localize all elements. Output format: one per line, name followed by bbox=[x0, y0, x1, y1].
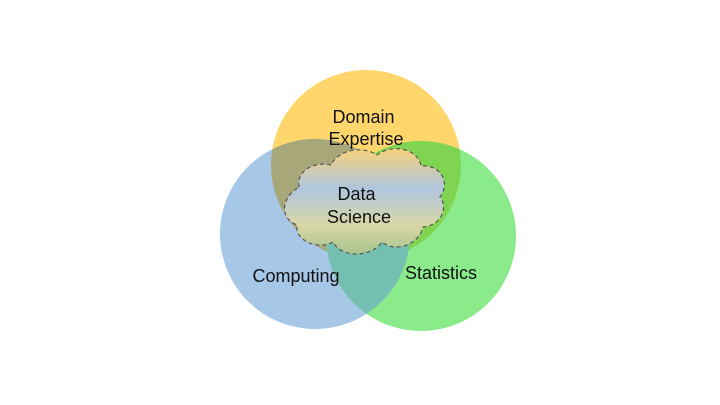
statistics-label: Statistics bbox=[405, 263, 477, 283]
domain-expertise-label-line-2: Expertise bbox=[328, 129, 403, 149]
computing-label: Computing bbox=[252, 266, 339, 286]
data-science-cloud bbox=[283, 148, 445, 255]
domain-expertise-label-line-1: Domain bbox=[332, 107, 394, 127]
data-science-label: Data Science bbox=[327, 184, 391, 227]
data-science-label-line-2: Science bbox=[327, 207, 391, 227]
domain-expertise-label: Domain Expertise bbox=[328, 107, 403, 149]
data-science-label-line-1: Data bbox=[337, 184, 376, 204]
